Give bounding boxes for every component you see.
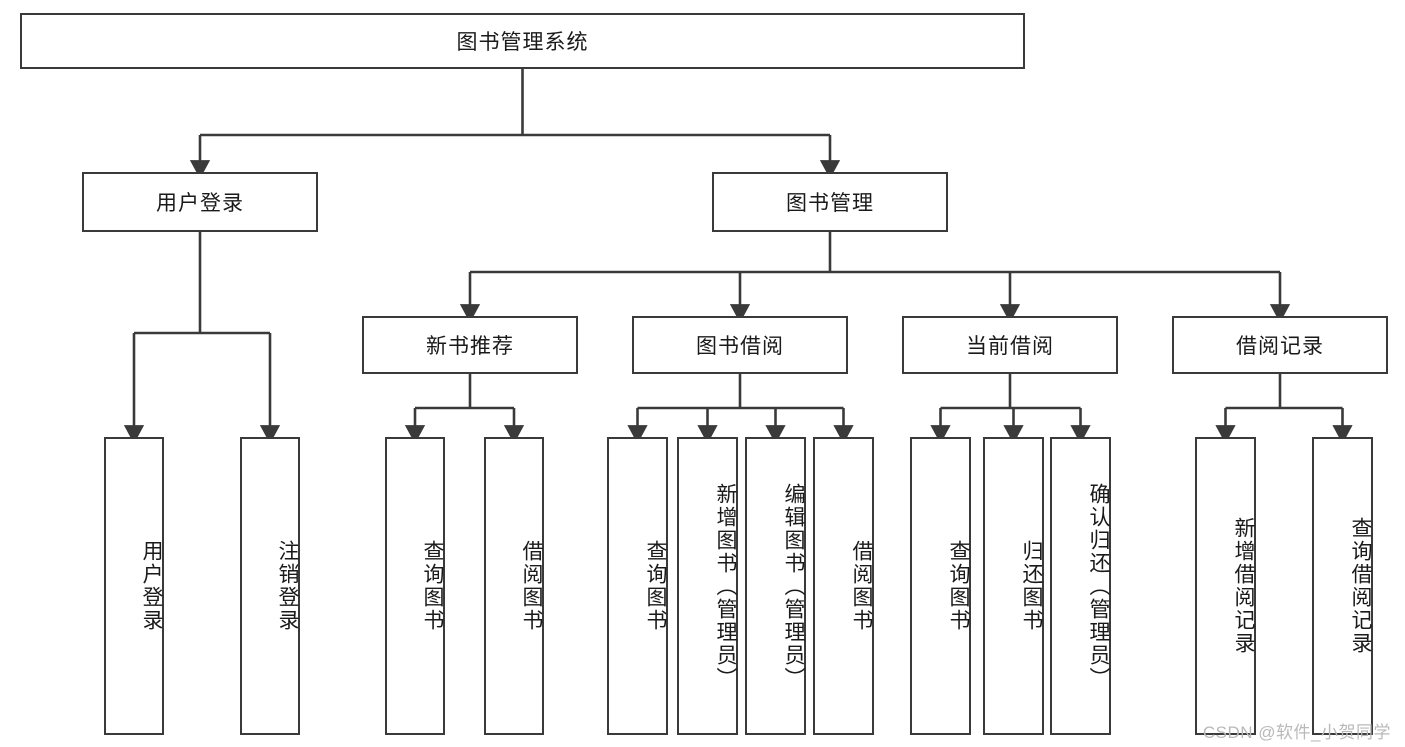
node-leaf-query-book-3[interactable]: 查询图书 — [910, 437, 971, 735]
node-borrow-record[interactable]: 借阅记录 — [1172, 316, 1388, 374]
node-label: 图书管理 — [786, 192, 874, 215]
node-leaf-query-record[interactable]: 查询借阅记录 — [1312, 437, 1373, 735]
node-label: 查询借阅记录 — [1349, 517, 1372, 655]
node-label: 用户登录 — [140, 540, 163, 632]
node-label: 新增图书（管理员） — [714, 482, 737, 690]
node-leaf-borrow-book-1[interactable]: 借阅图书 — [484, 437, 544, 735]
node-label: 确认归还（管理员） — [1087, 482, 1110, 690]
node-leaf-add-book[interactable]: 新增图书（管理员） — [677, 437, 738, 735]
node-label: 当前借阅 — [966, 335, 1054, 358]
node-label: 查询图书 — [947, 540, 970, 632]
node-label: 编辑图书（管理员） — [782, 482, 805, 690]
node-leaf-borrow-book-2[interactable]: 借阅图书 — [813, 437, 874, 735]
node-leaf-edit-book[interactable]: 编辑图书（管理员） — [745, 437, 806, 735]
node-book-manage[interactable]: 图书管理 — [712, 172, 948, 232]
node-label: 借阅记录 — [1236, 335, 1324, 358]
node-leaf-query-book-2[interactable]: 查询图书 — [607, 437, 668, 735]
node-book-borrow[interactable]: 图书借阅 — [632, 316, 848, 374]
node-label: 查询图书 — [644, 540, 667, 632]
node-leaf-return-book[interactable]: 归还图书 — [983, 437, 1044, 735]
node-leaf-confirm-return[interactable]: 确认归还（管理员） — [1050, 437, 1111, 735]
node-label: 新增借阅记录 — [1232, 517, 1255, 655]
watermark-text: CSDN @软件_小贺同学 — [1202, 723, 1391, 742]
node-label: 借阅图书 — [850, 540, 873, 632]
node-leaf-user-logout[interactable]: 注销登录 — [240, 437, 300, 735]
node-leaf-query-book-1[interactable]: 查询图书 — [385, 437, 445, 735]
node-label: 注销登录 — [276, 540, 299, 632]
node-new-book-rec[interactable]: 新书推荐 — [362, 316, 578, 374]
node-label: 图书借阅 — [696, 335, 784, 358]
node-label: 图书管理系统 — [456, 31, 589, 54]
node-leaf-user-login[interactable]: 用户登录 — [104, 437, 164, 735]
node-current-borrow[interactable]: 当前借阅 — [902, 316, 1118, 374]
node-label: 用户登录 — [156, 192, 244, 215]
node-leaf-add-record[interactable]: 新增借阅记录 — [1195, 437, 1256, 735]
node-user-login[interactable]: 用户登录 — [82, 172, 318, 232]
node-root[interactable]: 图书管理系统 — [20, 13, 1025, 69]
node-label: 借阅图书 — [520, 540, 543, 632]
node-label: 新书推荐 — [426, 335, 514, 358]
node-label: 查询图书 — [421, 540, 444, 632]
node-label: 归还图书 — [1020, 540, 1043, 632]
